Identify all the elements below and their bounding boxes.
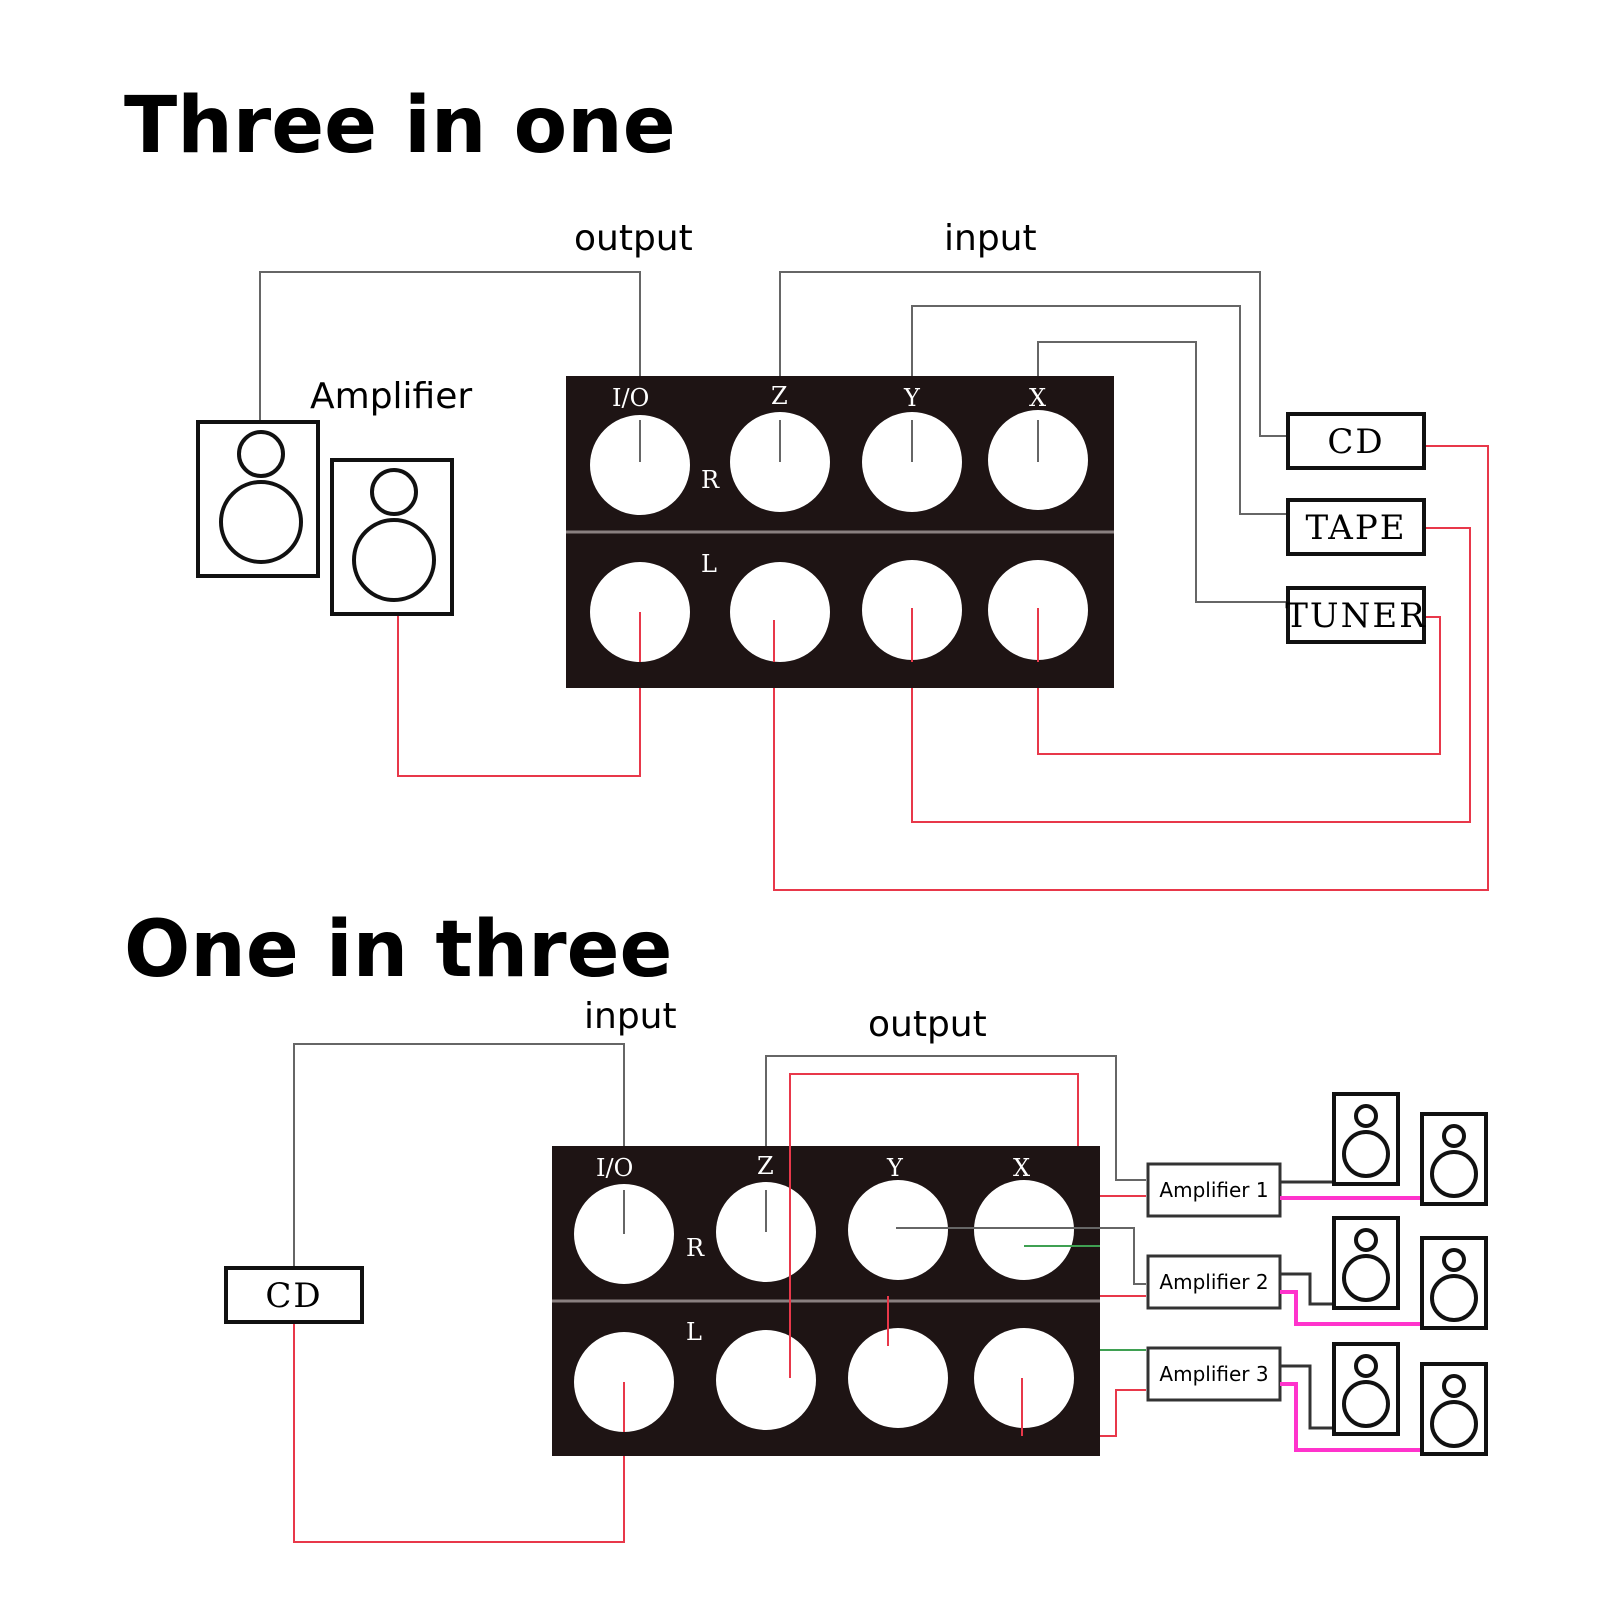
bottom-speaker-5 [1332, 1342, 1400, 1436]
svg-text:TAPE: TAPE [1305, 508, 1406, 548]
wire-amp-io-left [397, 612, 641, 777]
bottom-speaker-6 [1420, 1362, 1488, 1456]
top-switch-panel: I/O Z Y X R L [566, 376, 1114, 688]
top-device-tuner: TUNER [1285, 586, 1427, 644]
bottom-speaker-1 [1332, 1092, 1400, 1186]
top-device-tape: TAPE [1286, 498, 1426, 556]
bottom-row-l: L [686, 1318, 702, 1346]
bottom-switch-panel: I/O Z Y X R L [552, 1146, 1100, 1456]
wire-y-tape [911, 305, 1286, 515]
wire-x-tuner-left [1037, 608, 1441, 755]
top-jack-io-r [590, 415, 690, 515]
top-speaker-left [196, 420, 320, 578]
bottom-jack-x-r [974, 1180, 1074, 1280]
bottom-speaker-3 [1332, 1216, 1400, 1310]
bottom-speaker-2 [1420, 1112, 1488, 1206]
bottom-input-label: input [584, 996, 677, 1037]
bottom-source-cd: CD [224, 1266, 364, 1324]
bottom-port-x: X [1013, 1154, 1030, 1182]
svg-text:TUNER: TUNER [1285, 596, 1427, 636]
top-port-y: Y [903, 384, 921, 412]
bottom-speaker-wires [1280, 1180, 1420, 1452]
top-title: Three in one [124, 81, 676, 171]
bottom-jack-z-l [716, 1330, 816, 1430]
top-port-x: X [1029, 384, 1046, 412]
bottom-amplifier-1: Amplifier 1 [1146, 1162, 1282, 1218]
svg-text:Amplifier 1: Amplifier 1 [1159, 1178, 1268, 1202]
svg-text:Amplifier 3: Amplifier 3 [1159, 1362, 1268, 1386]
bottom-amplifier-2: Amplifier 2 [1146, 1254, 1282, 1310]
wire-cd-io-left [293, 1324, 625, 1543]
top-jack-z-l [730, 562, 830, 662]
bottom-port-io: I/O [596, 1154, 633, 1182]
wire-z-cd [779, 271, 1286, 462]
top-device-cd: CD [1286, 412, 1426, 470]
wire-z-cd-left [773, 445, 1489, 891]
wire-y-tape-left [911, 527, 1471, 823]
svg-text:Amplifier 2: Amplifier 2 [1159, 1270, 1268, 1294]
bottom-jack-y-r [848, 1180, 948, 1280]
bottom-output-label: output [868, 1004, 987, 1045]
bottom-jack-x-l [974, 1328, 1074, 1428]
wire-amp-io [259, 271, 641, 462]
top-row-l: L [701, 550, 717, 578]
bottom-speakers [1332, 1092, 1488, 1456]
svg-text:CD: CD [1327, 422, 1384, 462]
wire-cd-io [293, 1043, 625, 1266]
bottom-row-r: R [686, 1234, 705, 1262]
bottom-port-y: Y [886, 1154, 904, 1182]
top-speaker-right [330, 458, 454, 616]
bottom-amplifier-3: Amplifier 3 [1146, 1346, 1282, 1402]
top-red-wires [397, 445, 1489, 891]
svg-text:CD: CD [265, 1276, 322, 1316]
bottom-title: One in three [124, 905, 672, 995]
bottom-port-z: Z [757, 1152, 774, 1180]
bottom-speaker-4 [1420, 1236, 1488, 1330]
top-port-io: I/O [612, 384, 649, 412]
top-port-z: Z [771, 382, 788, 410]
top-row-r: R [701, 466, 720, 494]
top-input-label: input [944, 218, 1037, 259]
top-output-label: output [574, 218, 693, 259]
top-amplifier-label: Amplifier [310, 376, 472, 417]
bottom-jack-y-l [848, 1328, 948, 1428]
wire-z-amp1 [765, 1055, 1146, 1232]
